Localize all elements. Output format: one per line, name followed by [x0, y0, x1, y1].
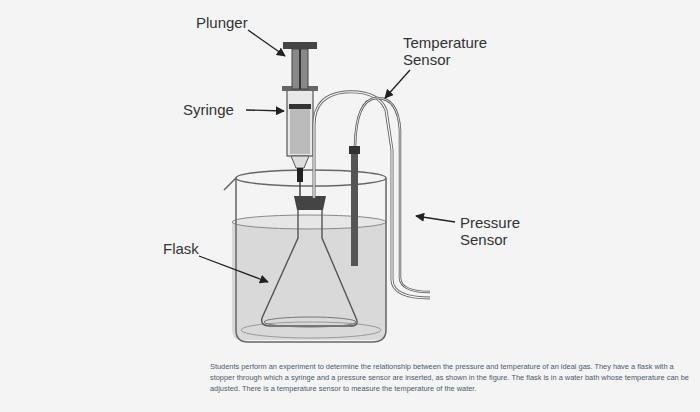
part-label: Temperature Sensor	[403, 34, 483, 68]
part-label: Pressure Sensor	[460, 214, 540, 248]
part-label: Flask	[163, 240, 223, 257]
part-label: Plunger	[196, 14, 276, 31]
caption: Students perform an experiment to determ…	[210, 361, 692, 394]
part-label: Syringe	[183, 101, 253, 118]
